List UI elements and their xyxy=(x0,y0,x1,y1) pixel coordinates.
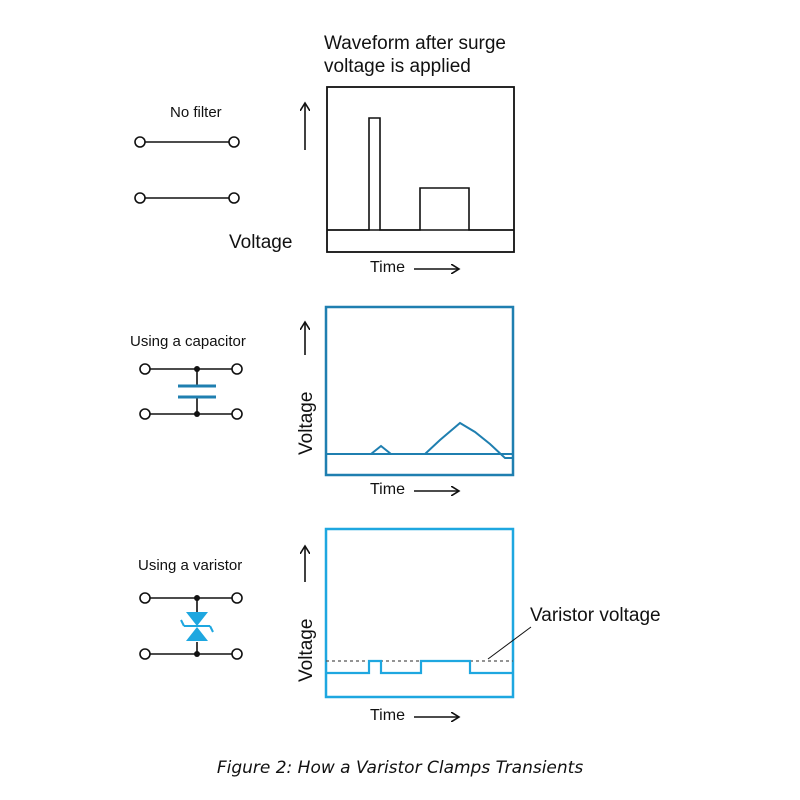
varistor-label: Using a varistor xyxy=(138,557,243,574)
no-filter-circuit xyxy=(134,136,240,204)
voltage-axis-label-3: Voltage xyxy=(296,619,317,682)
diagram-title: Waveform after surge voltage is applied xyxy=(324,32,506,78)
varistor-circuit xyxy=(139,592,243,660)
annotation-leader-line xyxy=(487,626,532,660)
no-filter-label: No filter xyxy=(170,104,222,121)
time-axis-label-1: Time xyxy=(370,259,405,276)
surge-waveform xyxy=(327,117,514,231)
waveform-box-2 xyxy=(324,305,515,477)
title-line-1: Waveform after surge xyxy=(324,33,506,54)
varistor-voltage-annotation: Varistor voltage xyxy=(530,605,661,626)
waveform-box-1 xyxy=(326,86,515,253)
title-line-2: voltage is applied xyxy=(324,56,471,77)
capacitor-filtered-waveform xyxy=(326,421,513,459)
capacitor-symbol xyxy=(178,384,216,399)
time-axis-label-3: Time xyxy=(370,707,405,724)
voltage-axis-label-1: Voltage xyxy=(229,232,293,253)
figure-caption: Figure 2: How a Varistor Clamps Transien… xyxy=(216,758,584,778)
time-axis-label-2: Time xyxy=(370,481,405,498)
varistor-clamped-waveform xyxy=(326,659,513,675)
capacitor-label: Using a capacitor xyxy=(130,333,246,350)
varistor-symbol xyxy=(180,612,214,641)
capacitor-circuit xyxy=(139,363,243,420)
voltage-axis-label-2: Voltage xyxy=(296,392,317,455)
waveform-box-3 xyxy=(324,527,515,699)
